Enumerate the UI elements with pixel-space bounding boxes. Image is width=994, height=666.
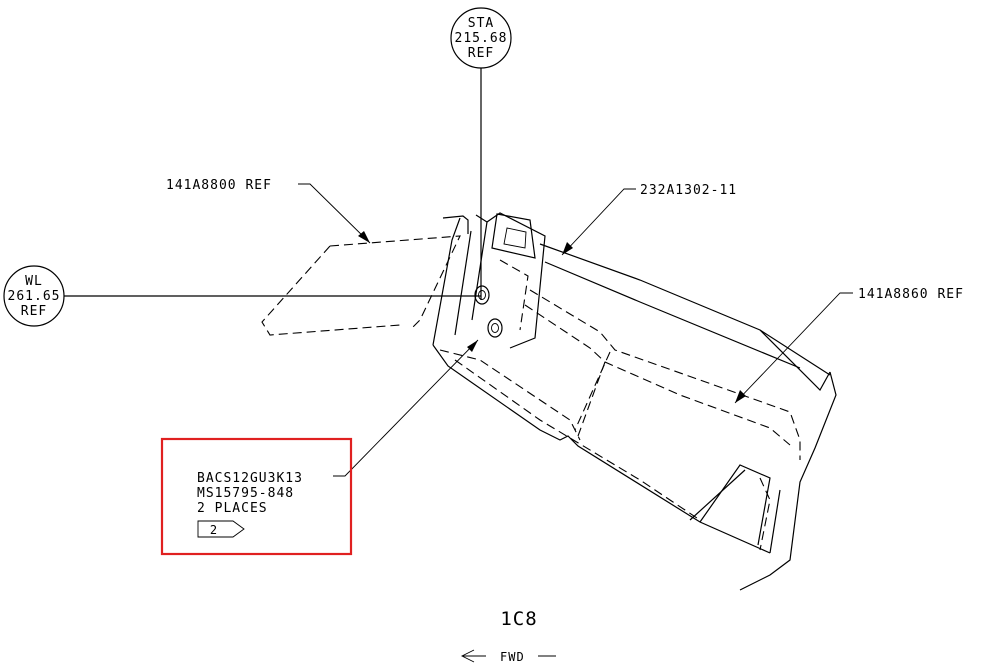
flag-number: 2 xyxy=(210,523,218,537)
sta-value: 215.68 xyxy=(455,31,508,46)
fastener-upper xyxy=(474,285,490,305)
note-spec: MS15795-848 xyxy=(197,486,294,501)
structure-solid xyxy=(432,212,837,591)
note-part-number: BACS12GU3K13 xyxy=(197,471,303,486)
fastener-lower xyxy=(487,318,503,338)
fwd-label: FWD xyxy=(500,650,525,664)
wl-ref: REF xyxy=(21,304,47,319)
sta-ref: REF xyxy=(468,46,494,61)
structure-hidden xyxy=(261,235,801,551)
arrow-left-icon xyxy=(460,649,486,663)
wl-label: WL xyxy=(25,274,43,289)
sta-label: STA xyxy=(468,16,494,31)
part-label-232A1302: 232A1302-11 xyxy=(640,183,737,198)
view-label: 1C8 xyxy=(500,608,537,630)
fastener-note: BACS12GU3K13 MS15795-848 2 PLACES 2 xyxy=(160,437,353,556)
leader-141A8860: 141A8860 REF xyxy=(734,287,964,404)
wl-value: 261.65 xyxy=(8,289,61,304)
fasteners xyxy=(474,285,503,338)
leader-141A8800: 141A8800 REF xyxy=(166,178,371,244)
highlight-box xyxy=(160,437,353,556)
forward-direction: FWD xyxy=(460,649,556,664)
wl-reference: WL 261.65 REF xyxy=(3,265,481,327)
note-quantity: 2 PLACES xyxy=(197,501,268,516)
sta-reference: STA 215.68 REF xyxy=(450,7,512,300)
part-label-141A8800: 141A8800 REF xyxy=(166,178,272,193)
flag-note-icon: 2 xyxy=(197,520,245,538)
leader-232A1302: 232A1302-11 xyxy=(561,183,737,256)
part-label-141A8860: 141A8860 REF xyxy=(858,287,964,302)
fastener-note-leader xyxy=(333,339,479,477)
